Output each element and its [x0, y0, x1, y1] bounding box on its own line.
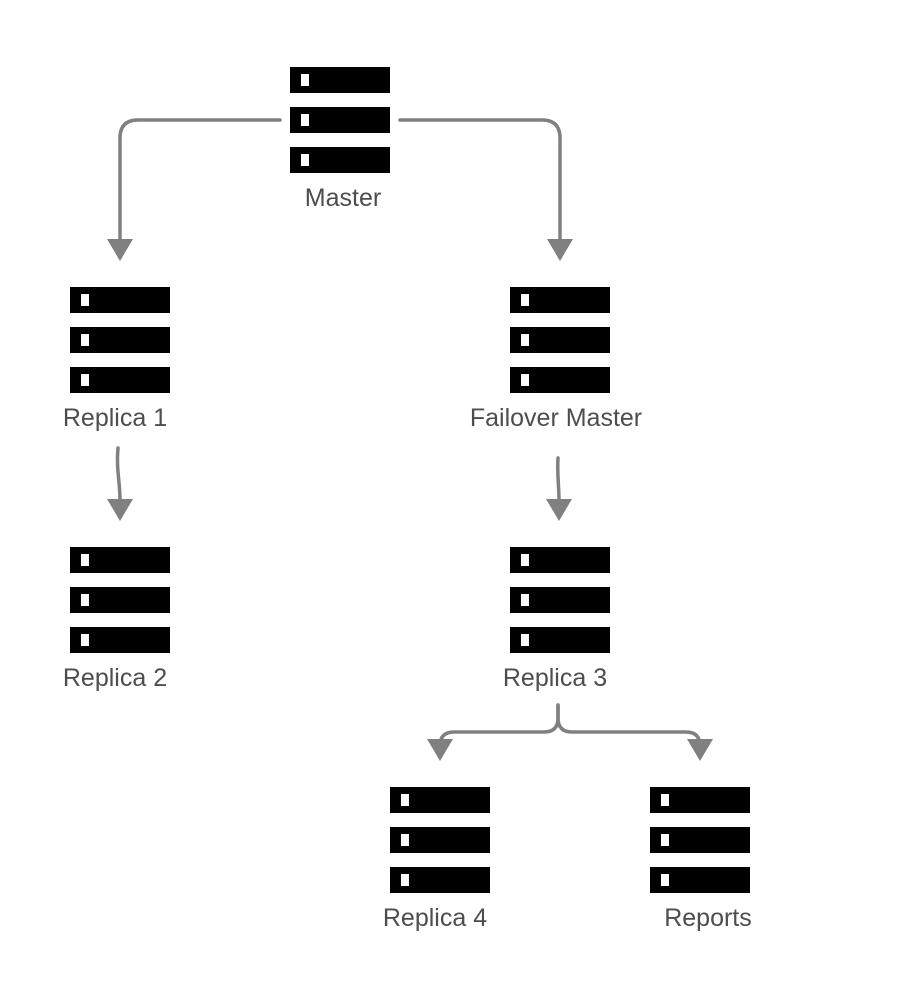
server-led-icon: [301, 74, 309, 86]
server-led-icon: [661, 874, 669, 886]
node-label-reports: Reports: [664, 904, 752, 932]
server-icon-replica-3: [510, 547, 610, 653]
server-led-icon: [81, 554, 89, 566]
server-led-icon: [521, 294, 529, 306]
node-label-replica-1: Replica 1: [62, 404, 168, 432]
server-led-icon: [401, 834, 409, 846]
server-led-icon: [521, 634, 529, 646]
server-icon-reports: [650, 787, 750, 893]
server-led-icon: [521, 594, 529, 606]
connectors: [107, 118, 713, 761]
server-led-icon: [401, 874, 409, 886]
arrowhead-icon: [107, 239, 133, 261]
server-led-icon: [81, 294, 89, 306]
server-icon-master: [290, 67, 390, 173]
node-label-master: Master: [304, 184, 382, 212]
server-icon-replica-2: [70, 547, 170, 653]
connector-master-to-failover-master: [398, 118, 562, 242]
arrowhead-icon: [427, 739, 453, 761]
server-led-icon: [521, 334, 529, 346]
connector-master-to-replica-1: [118, 118, 282, 242]
server-icon-replica-4: [390, 787, 490, 893]
server-led-icon: [301, 114, 309, 126]
node-label-replica-2: Replica 2: [62, 664, 168, 692]
server-led-icon: [661, 834, 669, 846]
connector-replica-3-to-reports: [556, 703, 702, 748]
server-led-icon: [81, 374, 89, 386]
server-led-icon: [81, 594, 89, 606]
server-led-icon: [521, 554, 529, 566]
node-label-replica-3: Replica 3: [502, 664, 608, 692]
server-led-icon: [401, 794, 409, 806]
server-icon-failover-master: [510, 287, 610, 393]
connector-failover-master-to-replica-3: [555, 456, 561, 502]
connector-replica-1-to-replica-2: [115, 446, 122, 502]
server-icon-replica-1: [70, 287, 170, 393]
node-label-replica-4: Replica 4: [382, 904, 488, 932]
arrowhead-icon: [546, 499, 572, 521]
connector-replica-3-to-replica-4: [438, 703, 560, 748]
servers: [70, 67, 750, 893]
server-led-icon: [661, 794, 669, 806]
server-led-icon: [301, 154, 309, 166]
node-label-failover-master: Failover Master: [469, 404, 643, 432]
arrowhead-icon: [107, 499, 133, 521]
server-led-icon: [521, 374, 529, 386]
arrowhead-icon: [547, 239, 573, 261]
arrowhead-icon: [687, 739, 713, 761]
server-led-icon: [81, 334, 89, 346]
server-led-icon: [81, 634, 89, 646]
